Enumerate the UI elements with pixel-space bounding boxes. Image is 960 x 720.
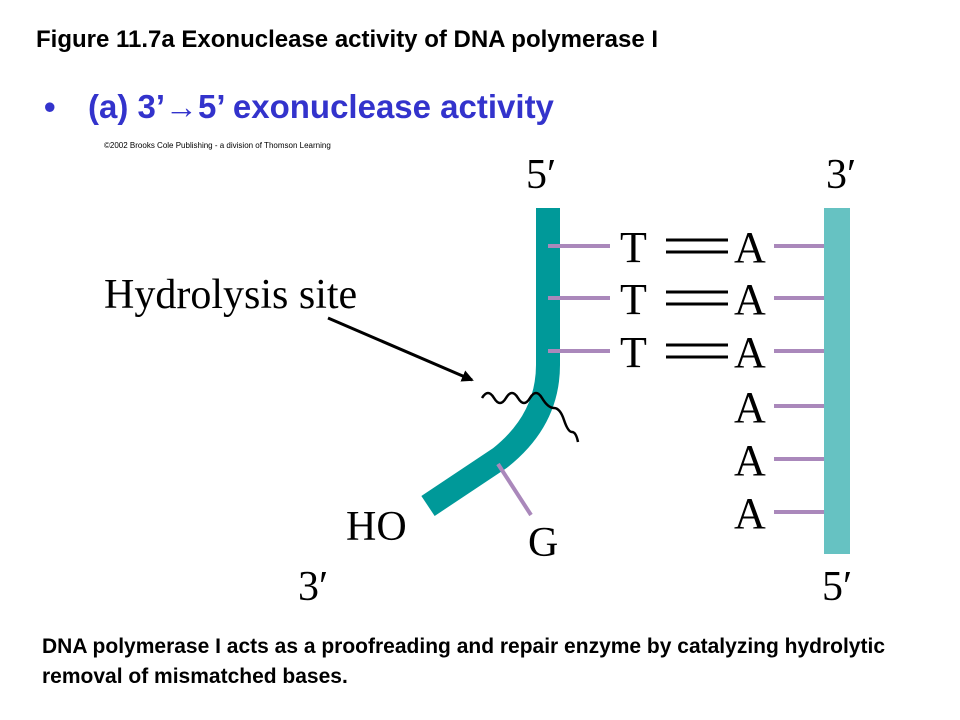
right-base-1: A xyxy=(734,223,766,272)
hydroxyl-end-label: HO xyxy=(346,504,407,550)
mismatched-base-label: G xyxy=(528,520,558,566)
heading-suffix: 5’ exonuclease activity xyxy=(198,88,554,125)
right-base-6: A xyxy=(734,489,766,538)
right-strand-bottom-label: 5′ xyxy=(822,564,852,610)
hydrolysis-wave-icon xyxy=(480,391,580,443)
copyright-notice: ©2002 Brooks Cole Publishing - a divisio… xyxy=(104,141,331,150)
right-base-5: A xyxy=(734,436,766,485)
right-strand-top-label: 3′ xyxy=(826,152,856,198)
hydrogen-bonds xyxy=(666,238,728,359)
right-base-4: A xyxy=(734,383,766,432)
left-strand-top-label: 5′ xyxy=(526,152,556,198)
figure-title: Figure 11.7a Exonuclease activity of DNA… xyxy=(36,26,659,53)
right-base-stubs xyxy=(774,244,824,514)
right-base-3: A xyxy=(734,328,766,377)
left-base-1: T xyxy=(620,223,647,272)
mismatch-stub xyxy=(496,462,533,517)
figure-caption: DNA polymerase I acts as a proofreading … xyxy=(42,635,885,688)
left-strand xyxy=(421,208,560,516)
right-base-2: A xyxy=(734,275,766,324)
left-base-2: T xyxy=(620,275,647,324)
heading-prefix: (a) 3’ xyxy=(88,88,166,125)
hydrolysis-arrow-icon xyxy=(327,316,474,382)
section-heading: • (a) 3’→5’ exonuclease activity xyxy=(44,88,554,126)
bullet-symbol: • xyxy=(44,88,56,125)
left-strand-bottom-label: 3′ xyxy=(298,564,328,610)
left-base-3: T xyxy=(620,328,647,377)
right-strand xyxy=(824,208,850,554)
hydrolysis-site-label: Hydrolysis site xyxy=(104,272,357,318)
left-base-stubs xyxy=(496,244,610,517)
arrow-symbol: → xyxy=(165,88,199,125)
